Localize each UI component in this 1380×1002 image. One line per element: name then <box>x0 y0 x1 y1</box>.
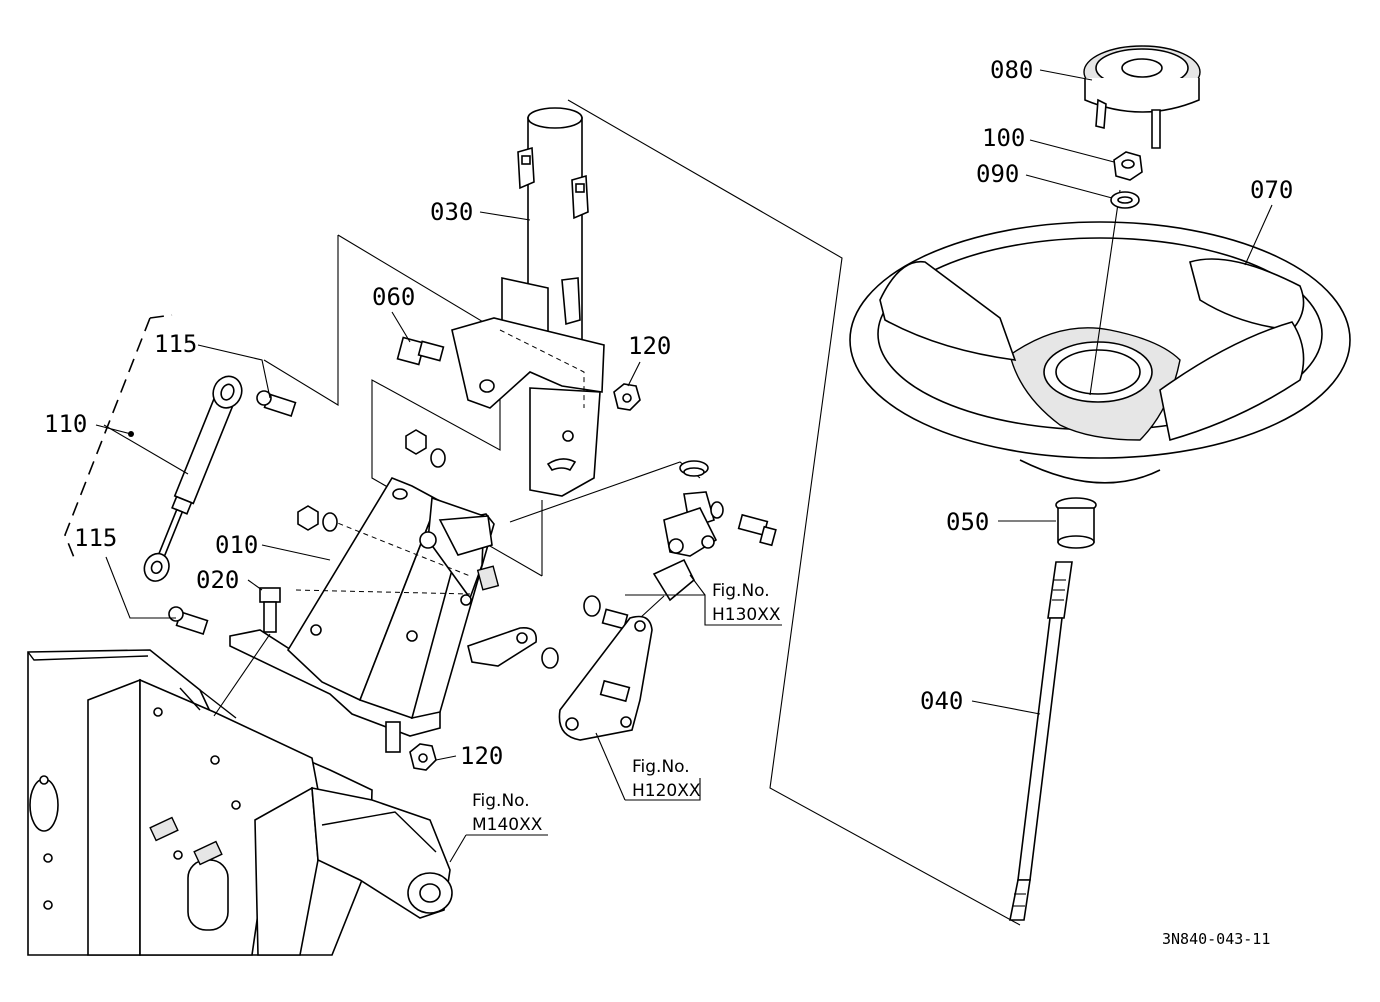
callout-115-upper: 115 <box>154 330 197 358</box>
callout-090: 090 <box>976 160 1019 188</box>
steering-shaft <box>1009 561 1073 921</box>
bolt-060 <box>396 336 445 366</box>
callout-040: 040 <box>920 687 963 715</box>
callout-120-lower: 120 <box>460 742 503 770</box>
universal-joint <box>639 460 777 619</box>
gas-spring-assembly <box>64 314 297 635</box>
fig-ref-h130-label: Fig.No. <box>712 581 770 601</box>
callout-100: 100 <box>982 124 1025 152</box>
callout-070: 070 <box>1250 176 1293 204</box>
lock-nut-upper <box>613 383 641 411</box>
washer-090 <box>1110 191 1140 209</box>
steering-column <box>451 107 605 497</box>
steering-wheel <box>849 189 1351 484</box>
fig-ref-h130-number: H130XX <box>712 605 781 625</box>
machine-frame-body <box>27 649 453 956</box>
leader-lines <box>95 69 1273 863</box>
fig-ref-h120-label: Fig.No. <box>632 757 690 777</box>
center-cap <box>1083 45 1201 149</box>
figure-references: Fig.No. H130XX Fig.No. H120XX Fig.No. M1… <box>472 581 781 835</box>
callout-050: 050 <box>946 508 989 536</box>
fig-ref-h120-number: H120XX <box>632 781 701 801</box>
drawing-code: 3N840-043-11 <box>1162 930 1270 948</box>
fig-ref-m140-number: M140XX <box>472 815 543 835</box>
bushing-050 <box>1055 497 1097 549</box>
callout-120-upper: 120 <box>628 332 671 360</box>
linkage-plates <box>467 595 653 741</box>
frame-stud-bolts <box>149 816 223 866</box>
lock-nut-lower <box>409 743 437 771</box>
nut-washer-set-left <box>297 429 446 532</box>
callout-115-lower: 115 <box>74 524 117 552</box>
callout-110: 110 <box>44 410 87 438</box>
ball-stud-upper <box>256 390 297 417</box>
bolt-020 <box>213 587 281 717</box>
nut-100 <box>1113 151 1143 181</box>
callout-020: 020 <box>196 566 239 594</box>
callout-060: 060 <box>372 283 415 311</box>
steering-bracket <box>229 477 500 753</box>
callout-030: 030 <box>430 198 473 226</box>
fig-ref-m140-label: Fig.No. <box>472 791 530 811</box>
callout-080: 080 <box>990 56 1033 84</box>
callout-labels: 080 100 090 070 050 040 030 060 120 115 … <box>44 56 1293 770</box>
ball-stud-lower <box>168 606 209 635</box>
callout-010: 010 <box>215 531 258 559</box>
